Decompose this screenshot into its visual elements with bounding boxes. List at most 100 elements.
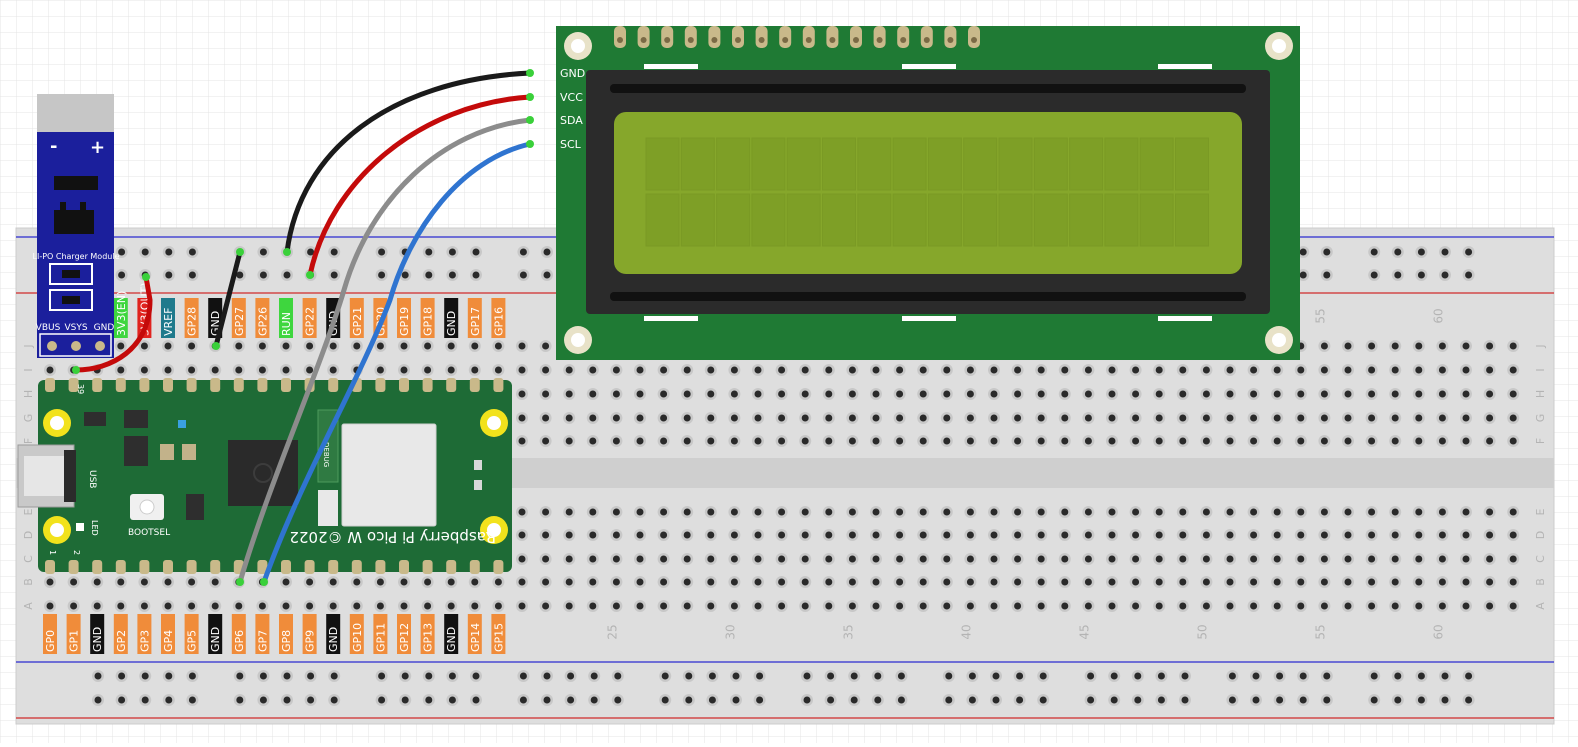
- pico-pad: [45, 378, 55, 392]
- row-letter-right: B: [1534, 578, 1547, 586]
- pico-pad: [115, 560, 126, 574]
- pico-bottom-pin-label: GP0: [44, 630, 57, 652]
- lcd-char-cell: [857, 137, 892, 191]
- pico-top-pin-label: GP26: [256, 307, 269, 336]
- column-number: 35: [841, 624, 855, 639]
- wire-endpoint: [526, 116, 534, 124]
- wire-endpoint: [526, 69, 534, 77]
- pico-top-pin-label: GP18: [422, 307, 435, 336]
- row-letter-right: D: [1534, 531, 1547, 539]
- charger-wire[interactable]: [73, 274, 153, 373]
- pico-pad: [163, 560, 173, 574]
- lcd-char-cell: [998, 137, 1033, 191]
- charger-pin-gnd-label: GND: [94, 323, 115, 333]
- row-letter-right: F: [1534, 438, 1547, 444]
- pin-label-bg: [208, 614, 223, 654]
- lcd-char-cell: [857, 193, 892, 247]
- column-number: 60: [1431, 308, 1445, 323]
- charger-pad-gnd[interactable]: [95, 341, 105, 351]
- wire-endpoint: [142, 273, 150, 281]
- pin-label-bg: [279, 298, 293, 338]
- pico-pad: [281, 378, 291, 392]
- charger-pad-vsys[interactable]: [71, 341, 81, 351]
- pin-label-bg: [420, 298, 435, 338]
- pico-bottom-pin-label: GND: [209, 627, 222, 652]
- lcd-pin-scl-label: SCL: [560, 138, 582, 151]
- row-letter-right: J: [1534, 344, 1547, 348]
- pico-bottom-pin-label: GP8: [280, 630, 293, 652]
- pin-label-bg: [491, 614, 506, 654]
- usb-label: USB: [87, 470, 97, 488]
- row-letter-left: A: [22, 602, 35, 610]
- ground-jumper[interactable]: [213, 249, 243, 349]
- pico-pad: [493, 378, 504, 392]
- gnd-wire[interactable]: [284, 70, 533, 255]
- pico-pad: [328, 378, 339, 392]
- led-icon: [76, 523, 84, 531]
- lcd-char-cell: [1139, 193, 1174, 247]
- pin-label-bg: [113, 298, 128, 338]
- lcd-char-cell: [927, 193, 962, 247]
- charger-pad-vbus[interactable]: [47, 341, 57, 351]
- wire-endpoint: [212, 342, 220, 350]
- scl-wire[interactable]: [261, 141, 533, 585]
- row-letter-left: B: [22, 578, 35, 586]
- pico-pad: [399, 378, 409, 392]
- pico-top-pin-label: GP27: [233, 307, 246, 336]
- pico-pad: [163, 378, 173, 392]
- column-number: 45: [1077, 624, 1091, 639]
- pin-label-bg: [161, 614, 175, 654]
- vcc-wire[interactable]: [307, 94, 533, 278]
- pico-pad: [45, 560, 55, 574]
- charger-usb-port: [37, 94, 114, 132]
- pin-label-bg: [137, 614, 152, 654]
- lcd-char-cell: [892, 193, 927, 247]
- pico-bottom-pin-label: GND: [91, 627, 104, 652]
- wire-endpoint: [236, 578, 244, 586]
- pico-pad: [493, 560, 504, 574]
- pico-pad: [304, 560, 315, 574]
- lcd-char-cell: [786, 193, 821, 247]
- debug-label: DEBUG: [322, 442, 330, 467]
- lcd-char-cell: [645, 193, 680, 247]
- lcd1602-module: GND VCC SDA SCL: [556, 26, 1300, 360]
- row-letter-right: A: [1534, 602, 1547, 610]
- pico-top-pin-label: GND: [445, 311, 458, 336]
- pico-pad: [375, 378, 386, 392]
- lcd-char-cell: [1175, 137, 1209, 191]
- column-number: 60: [1431, 624, 1445, 639]
- pico-bottom-pin-label: GP14: [469, 623, 482, 652]
- row-letter-left: J: [22, 344, 35, 348]
- lcd-char-cell: [892, 137, 927, 191]
- pico-bottom-pin-label: GP6: [233, 630, 246, 652]
- pin-label-bg: [397, 298, 411, 338]
- wire-endpoint: [526, 140, 534, 148]
- lcd-char-cell: [1069, 193, 1104, 247]
- pico-bottom-pin-label: GP3: [138, 630, 151, 652]
- pin-label-bg: [467, 614, 482, 654]
- sda-wire[interactable]: [237, 117, 533, 585]
- row-letter-left: I: [22, 368, 35, 371]
- charger-pcb: [37, 132, 114, 358]
- lcd-char-cell: [751, 193, 786, 247]
- pin-label-bg: [302, 614, 317, 654]
- lcd-char-cell: [1175, 193, 1209, 247]
- pin-label-bg: [43, 614, 57, 654]
- row-letter-left: C: [22, 555, 35, 563]
- lcd-char-cell: [751, 137, 786, 191]
- pico-pad: [469, 560, 480, 574]
- pico-bottom-pin-label: GP15: [492, 623, 505, 652]
- lcd-char-cell: [963, 137, 998, 191]
- pico-pad: [281, 560, 291, 574]
- pin-label-bg: [444, 298, 459, 338]
- wire-endpoint: [526, 93, 534, 101]
- pico-top-pin-label: GP16: [492, 307, 505, 336]
- pico-pad: [186, 378, 197, 392]
- charger-pin-vsys-label: VSYS: [64, 323, 87, 333]
- column-number: 30: [723, 624, 737, 639]
- row-letter-right: E: [1534, 508, 1547, 515]
- wire-endpoint: [236, 248, 244, 256]
- lcd-header-pins: [614, 26, 980, 48]
- pin-label-bg: [161, 298, 175, 338]
